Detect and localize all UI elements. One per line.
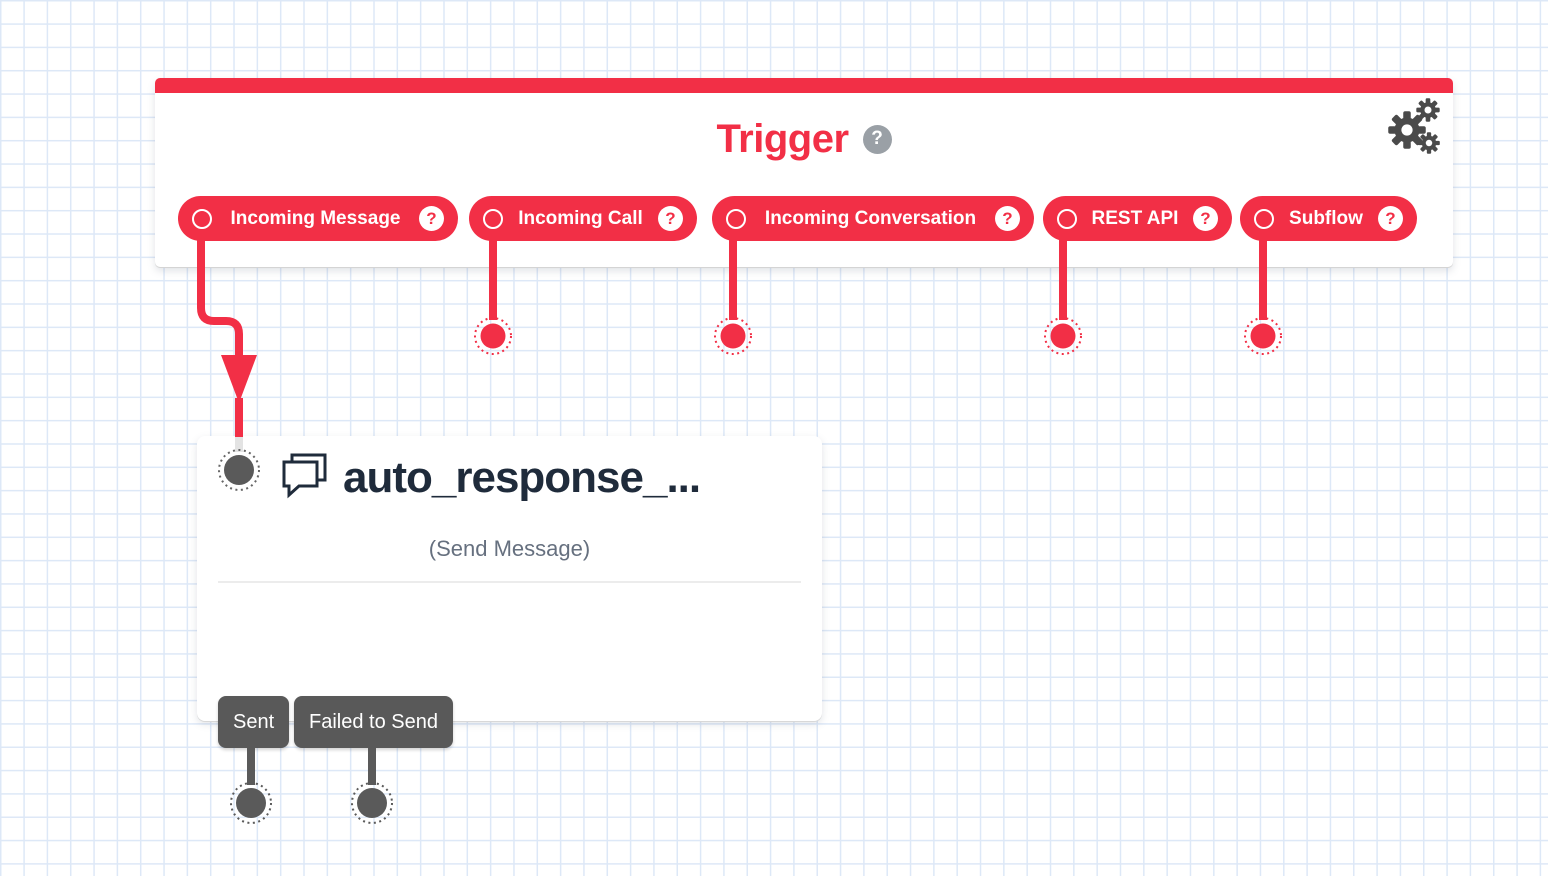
trigger-pill-incoming-message[interactable]: Incoming Message ? bbox=[178, 196, 458, 241]
trigger-ports[interactable] bbox=[474, 317, 1282, 355]
port-subflow[interactable] bbox=[1244, 317, 1282, 355]
transition-stub-lines bbox=[247, 748, 376, 785]
trigger-title-row: Trigger ? bbox=[155, 114, 1453, 164]
transition-label-failed-to-send[interactable]: Failed to Send bbox=[294, 696, 453, 748]
pill-help-icon[interactable]: ? bbox=[657, 206, 683, 231]
radio-circle-icon bbox=[726, 208, 746, 229]
trigger-pill-incoming-conversation[interactable]: Incoming Conversation ? bbox=[712, 196, 1034, 241]
radio-circle-icon bbox=[1057, 208, 1077, 229]
radio-circle-icon bbox=[1254, 208, 1274, 229]
widget-divider bbox=[218, 581, 801, 583]
pill-help-icon[interactable]: ? bbox=[419, 206, 444, 231]
widget-auto-response[interactable]: auto_response_... (Send Message) bbox=[197, 436, 822, 721]
port-failed-to-send[interactable] bbox=[351, 782, 393, 824]
pill-label: REST API bbox=[1091, 207, 1179, 229]
send-message-icon bbox=[282, 453, 327, 499]
connector-arrowhead bbox=[221, 355, 257, 403]
pill-label: Subflow bbox=[1289, 207, 1363, 229]
trigger-accent-bar bbox=[155, 78, 1453, 93]
pill-help-icon[interactable]: ? bbox=[1192, 206, 1218, 231]
trigger-pill-incoming-call[interactable]: Incoming Call ? bbox=[469, 196, 697, 241]
connector-incoming-message-to-widget bbox=[197, 240, 257, 452]
trigger-pill-rest-api[interactable]: REST API ? bbox=[1043, 196, 1232, 241]
trigger-title: Trigger bbox=[716, 116, 849, 161]
pill-label: Incoming Message bbox=[230, 207, 401, 229]
widget-header: auto_response_... bbox=[281, 452, 806, 504]
widget-title: auto_response_... bbox=[343, 453, 701, 502]
pill-label: Incoming Call bbox=[518, 207, 643, 229]
radio-circle-icon bbox=[483, 208, 503, 229]
pill-label: Incoming Conversation bbox=[764, 207, 977, 229]
trigger-pill-subflow[interactable]: Subflow ? bbox=[1240, 196, 1417, 241]
trigger-help-icon[interactable]: ? bbox=[862, 124, 892, 154]
port-incoming-conversation[interactable] bbox=[714, 317, 752, 355]
widget-subtitle: (Send Message) bbox=[428, 536, 591, 561]
pill-help-icon[interactable]: ? bbox=[1377, 206, 1403, 231]
transition-label-sent[interactable]: Sent bbox=[218, 696, 290, 748]
port-sent[interactable] bbox=[230, 782, 272, 824]
pill-help-icon[interactable]: ? bbox=[994, 206, 1020, 231]
port-rest-api[interactable] bbox=[1044, 317, 1082, 355]
port-incoming-call[interactable] bbox=[474, 317, 512, 355]
radio-circle-icon bbox=[192, 208, 212, 229]
